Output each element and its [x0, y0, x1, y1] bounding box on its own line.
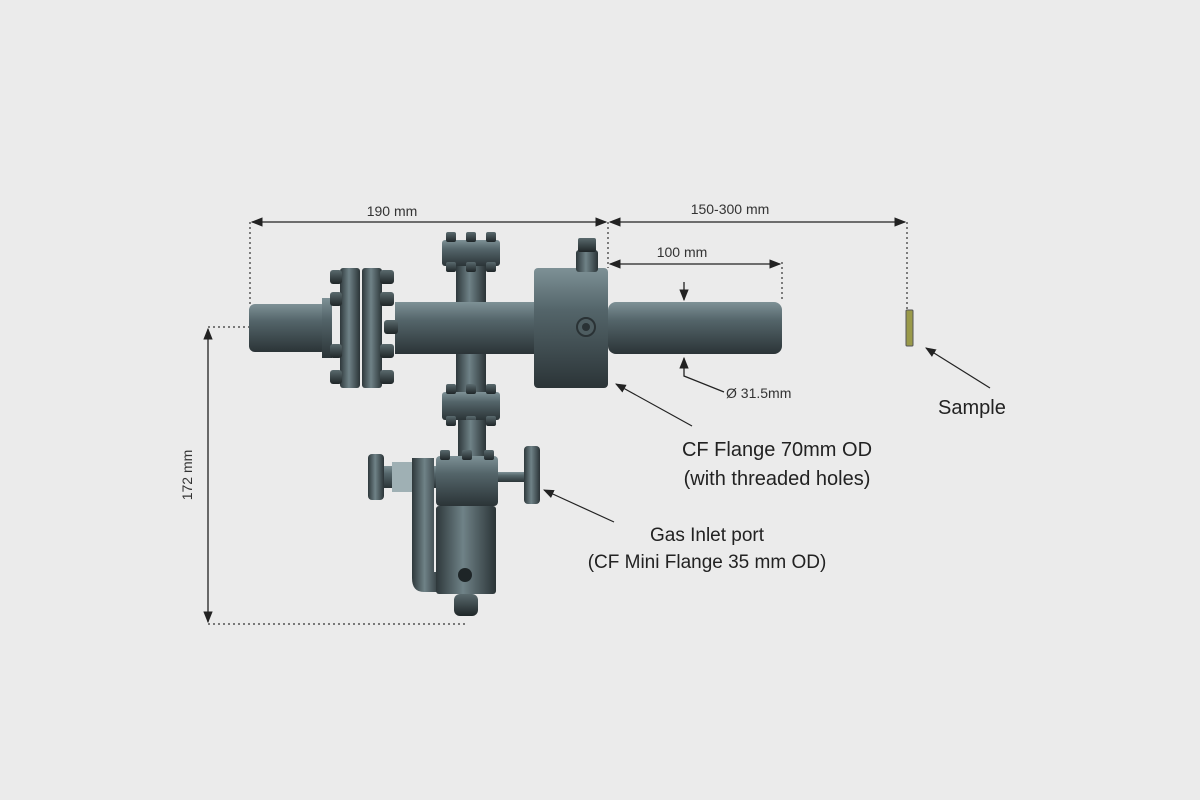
sample	[905, 309, 914, 347]
end-cap	[249, 304, 327, 352]
dim-100-label: 100 mm	[657, 244, 708, 260]
dim-172-label: 172 mm	[179, 450, 195, 501]
front-tube	[608, 302, 782, 354]
end-cap-collar	[322, 298, 332, 358]
gas-inlet-bolts	[440, 450, 494, 460]
dim-190-label: 190 mm	[367, 203, 418, 219]
dim-diameter-label: Ø 31.5mm	[726, 385, 791, 401]
valve-knob	[368, 454, 384, 500]
source-assembly	[249, 232, 914, 616]
gas-inlet-lower-body	[436, 506, 496, 594]
flange-callout-line2: (with threaded holes)	[683, 468, 871, 490]
mini-flange-shaft	[498, 472, 526, 482]
gas-inlet-callout-line2: (CF Mini Flange 35 mm OD)	[587, 552, 827, 573]
gas-inlet-body	[436, 456, 498, 506]
gas-inlet-callout-line1: Gas Inlet port	[649, 525, 765, 546]
mount-bracket	[412, 458, 440, 592]
dimension-lines	[203, 217, 907, 624]
left-flange-bolts	[330, 270, 398, 384]
left-flange-a	[340, 268, 360, 388]
lower-body-screw	[458, 568, 472, 582]
bottom-port-flange	[442, 392, 500, 420]
flange-leader	[615, 383, 693, 427]
dim-150-300-label: 150-300 mm	[691, 201, 770, 217]
sample-callout: Sample	[938, 397, 1006, 419]
top-port-flange	[442, 240, 500, 266]
sample-leader	[925, 347, 991, 389]
feedthrough-connector	[576, 250, 598, 272]
flange-callout: CF Flange 70mm OD (with threaded holes)	[662, 436, 892, 494]
callout-leaders	[543, 347, 991, 523]
flange-callout-line1: CF Flange 70mm OD	[681, 439, 873, 461]
gas-inlet-mini-flange	[524, 446, 540, 504]
gas-inlet-leader	[543, 489, 615, 523]
extension-lines	[208, 222, 908, 625]
left-flange-b	[362, 268, 382, 388]
gas-inlet-callout: Gas Inlet port (CF Mini Flange 35 mm OD)	[566, 522, 848, 576]
cf-flange-housing	[534, 268, 608, 388]
dim-diameter-leader	[679, 356, 725, 393]
valve-scale	[392, 462, 412, 492]
bottom-fitting	[454, 594, 478, 616]
top-port-bolts	[446, 232, 496, 272]
main-body	[395, 302, 540, 354]
